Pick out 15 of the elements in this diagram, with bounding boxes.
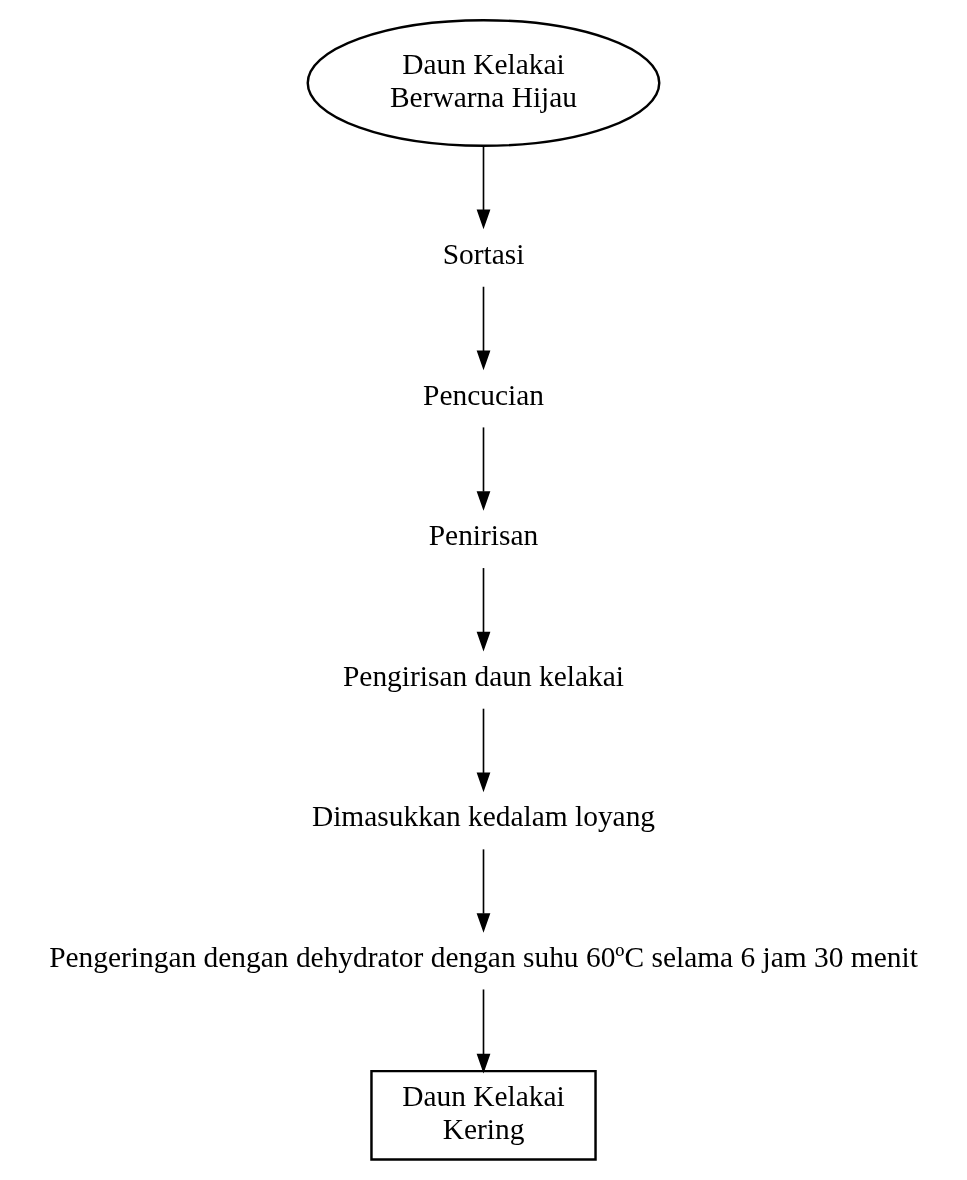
node-ellipse: Daun Kelakai Berwarna Hijau (306, 19, 661, 147)
arrow (476, 988, 491, 1074)
arrow (476, 426, 491, 511)
arrow (476, 848, 491, 933)
node-text: Sortasi (442, 237, 525, 270)
node-text: Dimasukkan kedalam loyang (311, 800, 656, 833)
arrow (476, 285, 491, 371)
arrow (476, 707, 491, 793)
arrow (476, 567, 491, 652)
arrow (476, 144, 491, 230)
node-text: Pengeringan dengan dehydrator dengan suhu 60ºC selama 6 jam 30 menit (49, 941, 918, 974)
node-box: Daun Kelakai Kering (370, 1069, 597, 1161)
node-text: Pencucian (423, 378, 544, 411)
node-text: Penirisan (428, 519, 539, 552)
node-text: Pengirisan daun kelakai (342, 659, 625, 692)
